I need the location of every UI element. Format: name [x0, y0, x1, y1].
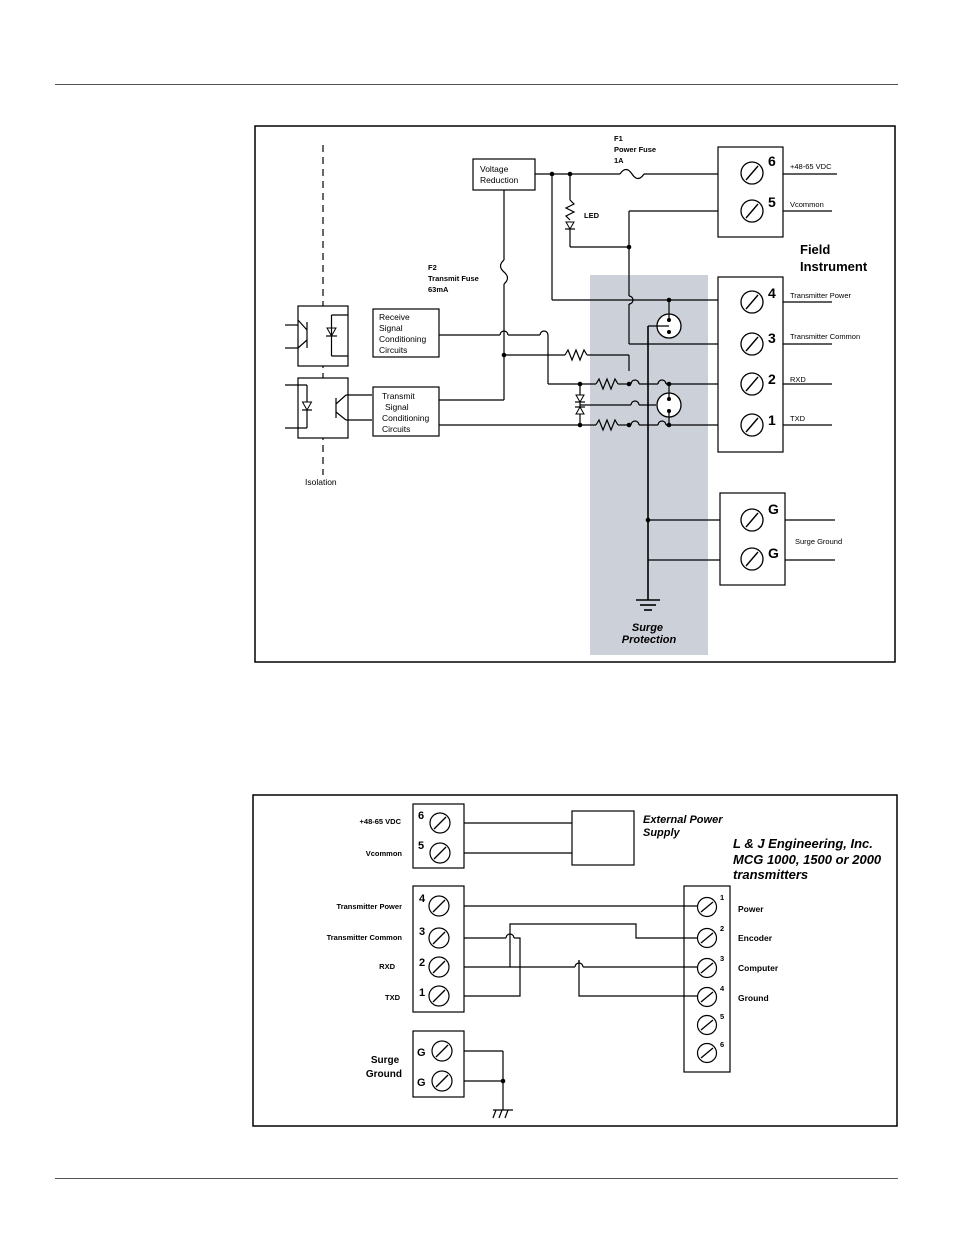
- svg-text:G: G: [768, 545, 779, 561]
- isolation-label: Isolation: [305, 477, 337, 487]
- diagram1-frame: [254, 125, 896, 663]
- transmitter-terminal-4[interactable]: 4 Ground: [696, 984, 769, 1008]
- led-label: LED: [584, 211, 600, 220]
- transmit-block-label: Transmit Signal Conditioning Circuits: [382, 391, 432, 434]
- svg-text:4: 4: [768, 285, 776, 301]
- svg-text:TXD: TXD: [790, 414, 806, 423]
- transmitter-wiring: [464, 905, 697, 997]
- svg-text:1: 1: [720, 893, 724, 902]
- svg-text:Transmitter Power: Transmitter Power: [790, 291, 851, 300]
- svg-text:G: G: [417, 1047, 426, 1059]
- svg-text:6: 6: [768, 153, 776, 169]
- comm-terminal-2[interactable]: RXD 2: [379, 956, 450, 978]
- transmitter-connection-diagram: +48-65 VDC 6 Vcommon 5 External Power Su…: [252, 794, 898, 1127]
- external-power-supply-box: [571, 810, 635, 866]
- opto-transmit: [285, 377, 372, 439]
- transmitter-terminal-6[interactable]: 6: [696, 1040, 725, 1064]
- terminal-g-bottom[interactable]: G: [740, 545, 835, 571]
- svg-text:2: 2: [768, 371, 776, 387]
- svg-text:2: 2: [419, 957, 425, 969]
- svg-text:Transmitter Common: Transmitter Common: [790, 332, 860, 341]
- power-wiring: [439, 168, 718, 401]
- opto-receive: [285, 305, 349, 367]
- transmit-conditioning-block: [372, 386, 440, 437]
- power-terminal-5[interactable]: Vcommon 5: [366, 840, 451, 864]
- surge-ground-label: Surge Ground: [795, 537, 842, 546]
- svg-text:Vcommon: Vcommon: [790, 200, 824, 209]
- svg-text:1: 1: [419, 987, 425, 999]
- terminal-4[interactable]: 4 Transmitter Power: [740, 285, 851, 314]
- svg-text:G: G: [417, 1077, 426, 1089]
- comm-terminal-3[interactable]: Transmitter Common 3: [327, 926, 450, 949]
- svg-text:6: 6: [720, 1040, 724, 1049]
- fuse-f2-label: F2 Transmit Fuse 63mA: [428, 263, 481, 294]
- fuse-f1-label: F1 Power Fuse 1A: [614, 134, 658, 165]
- svg-text:6: 6: [418, 810, 424, 822]
- svg-text:Encoder: Encoder: [738, 933, 773, 943]
- svg-text:4: 4: [419, 893, 426, 905]
- voltage-reduction-block: [472, 158, 536, 191]
- svg-text:Ground: Ground: [738, 993, 769, 1003]
- signal-wiring: [439, 297, 720, 611]
- svg-text:5: 5: [418, 840, 424, 852]
- comm-terminal-4[interactable]: Transmitter Power 4: [337, 893, 450, 917]
- svg-text:3: 3: [720, 954, 724, 963]
- svg-text:+48-65 VDC: +48-65 VDC: [360, 817, 402, 826]
- header-rule: [55, 84, 898, 85]
- svg-text:+48-65 VDC: +48-65 VDC: [790, 162, 832, 171]
- field-instrument-label: Field Instrument: [800, 242, 868, 274]
- surge-ground-label-2: Surge Ground: [366, 1055, 402, 1080]
- svg-text:3: 3: [768, 330, 776, 346]
- terminal-5[interactable]: 5 Vcommon: [740, 194, 832, 223]
- transmitter-terminal-1[interactable]: 1 Power: [696, 893, 765, 918]
- comm-terminal-1[interactable]: TXD 1: [385, 985, 450, 1007]
- svg-text:TXD: TXD: [385, 993, 401, 1002]
- svg-text:RXD: RXD: [379, 962, 395, 971]
- surge-protection-label: Surge Protection: [622, 622, 677, 646]
- svg-text:5: 5: [720, 1012, 724, 1021]
- receive-conditioning-block: [372, 308, 440, 358]
- svg-text:2: 2: [720, 924, 724, 933]
- transmitter-terminal-5[interactable]: 5: [696, 1012, 725, 1036]
- ground-terminal-g2[interactable]: G: [417, 1070, 453, 1092]
- manufacturer-label: L & J Engineering, Inc. MCG 1000, 1500 o…: [733, 836, 885, 882]
- terminal-6[interactable]: 6 +48-65 VDC: [740, 153, 837, 185]
- svg-text:Computer: Computer: [738, 963, 779, 973]
- external-power-label: External Power Supply: [643, 814, 726, 839]
- svg-text:G: G: [768, 501, 779, 517]
- svg-text:5: 5: [768, 194, 776, 210]
- svg-text:4: 4: [720, 984, 725, 993]
- footer-rule: [55, 1178, 898, 1179]
- voltage-reduction-label: Voltage Reduction: [480, 164, 519, 185]
- transmitter-terminal-3[interactable]: 3 Computer: [696, 954, 779, 979]
- terminal-1[interactable]: 1 TXD: [740, 412, 832, 437]
- power-terminal-6[interactable]: +48-65 VDC 6: [360, 810, 451, 834]
- terminal-3[interactable]: 3 Transmitter Common: [740, 330, 860, 356]
- svg-text:1: 1: [768, 412, 776, 428]
- svg-text:Transmitter Power: Transmitter Power: [337, 902, 403, 911]
- svg-text:Vcommon: Vcommon: [366, 849, 403, 858]
- ground-terminal-g1[interactable]: G: [417, 1040, 453, 1062]
- receive-block-label: Receive Signal Conditioning Circuits: [379, 312, 429, 355]
- svg-text:Power: Power: [738, 904, 764, 914]
- terminal-2[interactable]: 2 RXD: [740, 371, 832, 396]
- svg-text:3: 3: [419, 926, 425, 938]
- terminal-g-top[interactable]: G: [740, 501, 835, 532]
- svg-text:Transmitter Common: Transmitter Common: [327, 933, 403, 942]
- svg-text:RXD: RXD: [790, 375, 806, 384]
- surge-protection-zone: [590, 275, 708, 655]
- field-instrument-diagram: Isolation: [254, 125, 896, 663]
- transmitter-terminal-2[interactable]: 2 Encoder: [696, 924, 773, 949]
